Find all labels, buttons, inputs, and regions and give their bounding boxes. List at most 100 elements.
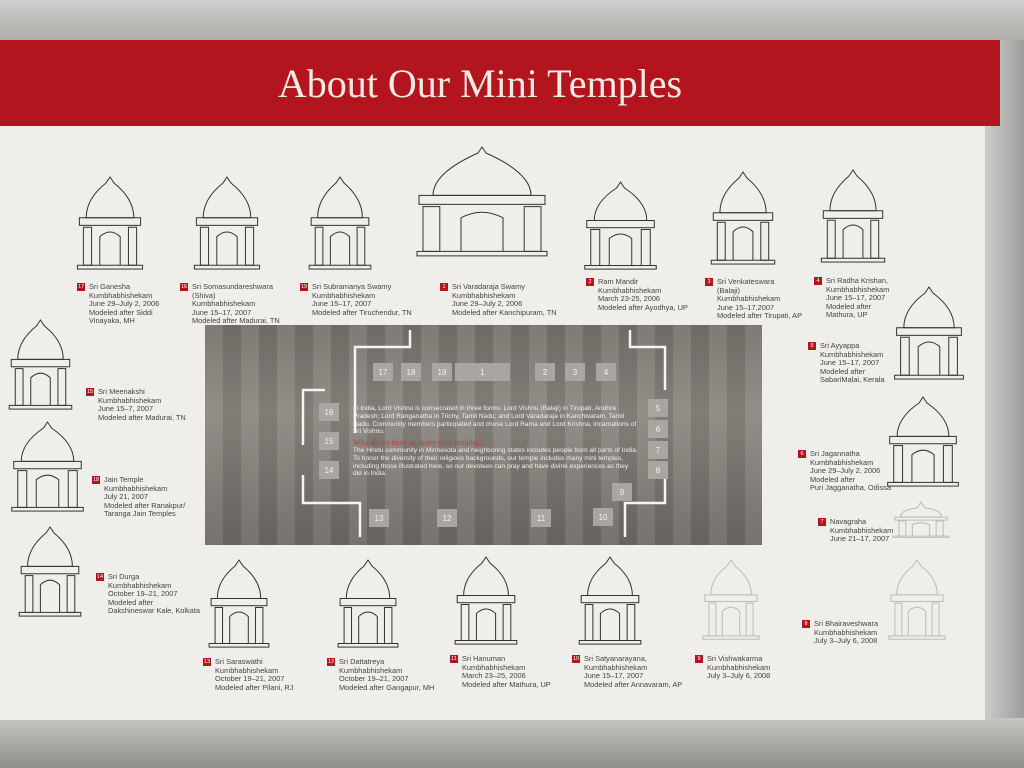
caption-line: June 15–17, 2007: [584, 671, 644, 681]
temple-drawing: [886, 395, 960, 492]
temple-floor-plan-photo: In India, Lord Vishnu is consecrated in …: [205, 325, 762, 545]
caption-line: Sri Varadaraja Swamy: [452, 282, 525, 291]
caption-line: June 15–7, 2007: [98, 404, 154, 414]
temple-number-badge: 14: [96, 573, 104, 581]
temple-drawing: [892, 500, 950, 543]
map-number-7: 7: [648, 441, 668, 459]
caption-line: (Balaji): [717, 285, 740, 295]
caption-line: Kumbhabhishekam: [339, 665, 403, 675]
temple-number-badge: 5: [808, 342, 816, 350]
caption-line: Modeled after Mathura, UP: [462, 679, 551, 689]
caption-line: July 3–July 6, 2008: [814, 636, 878, 646]
caption-line: Kumbhabhishekam: [820, 349, 884, 359]
caption-line: Kumbhabhishekam: [814, 627, 878, 637]
caption-line: Kumbhabhishekam: [452, 290, 516, 300]
temple-drawing: [893, 285, 965, 385]
caption-line: June 15–17, 2007: [820, 358, 880, 368]
temple-number-badge: 8: [802, 620, 810, 628]
caption-line: Kumbhabhishekam: [108, 580, 172, 590]
temple-drawing: [702, 558, 760, 645]
info-heading: Why do we have so many mini temples?: [353, 438, 483, 448]
caption-line: June 29–July 2, 2006: [89, 299, 160, 309]
caption-line: Puri Jagganatha, Odissa: [810, 483, 891, 493]
temple-number-badge: 10: [572, 655, 580, 663]
info-paragraph-1: In India, Lord Vishnu is consecrated in …: [353, 405, 637, 436]
caption-line: October 19–21, 2007: [215, 674, 285, 684]
caption-line: Sri Venkateswara: [717, 277, 775, 286]
temple-drawing: [412, 145, 552, 262]
caption-line: Modeled after Madurai, TN: [192, 316, 280, 326]
caption-line: Modeled after Ayodhya, UP: [598, 302, 688, 312]
caption-line: Sri Radha Krishan,: [826, 276, 889, 285]
caption-line: October 19–21, 2007: [108, 589, 178, 599]
map-number-16: 16: [319, 403, 339, 421]
temple-number-badge: 15: [86, 388, 94, 396]
caption-line: Modeled after Kanchipuram, TN: [452, 307, 557, 317]
caption-line: Modeled after Siddi: [89, 307, 153, 317]
caption-line: Jain Temple: [104, 475, 144, 484]
temple-drawing: [193, 175, 261, 275]
caption-line: Kumbhabhishekam: [89, 290, 153, 300]
temple-number-badge: 13: [203, 658, 211, 666]
caption-line: June 15–17, 2007: [312, 299, 372, 309]
caption-line: Sri Ayyappa: [820, 341, 860, 350]
caption-line: Sri Satyanarayana,: [584, 654, 647, 663]
map-number-4: 4: [596, 363, 616, 381]
caption-line: Modeled after Tirupati, AP: [717, 311, 803, 321]
caption-line: June 29–July 2, 2006: [810, 466, 881, 476]
info-paragraph-2: The Hindu community in Minnesota and nei…: [353, 446, 638, 478]
background-floor: [0, 718, 1024, 768]
map-number-3: 3: [565, 363, 585, 381]
caption-line: Sri Somasundareshwara: [192, 282, 273, 291]
floor-plan-outline: [301, 330, 667, 537]
map-number-14: 14: [319, 461, 339, 479]
map-number-17: 17: [373, 363, 393, 381]
caption-line: Modeled after Gangapur, MH: [339, 682, 435, 692]
caption-line: Modeled after: [820, 366, 866, 376]
caption-line: Modeled after: [108, 597, 154, 607]
map-number-1: 1: [455, 363, 510, 381]
map-number-18: 18: [401, 363, 421, 381]
temple-drawing: [8, 318, 73, 415]
temple-number-badge: 11: [450, 655, 458, 663]
caption-line: Sri Bhairaveshwara: [814, 619, 879, 628]
caption-line: Taranga Jain Temples: [104, 509, 176, 519]
temple-drawing: [578, 555, 642, 650]
caption-line: Kumbhabhishekam: [717, 294, 781, 304]
caption-line: Kumbhabhishekam: [312, 290, 376, 300]
temple-drawing: [308, 175, 372, 275]
temple-drawing: [583, 180, 658, 275]
sign-title: About Our Mini Temples: [277, 60, 683, 106]
caption-line: (Shiva): [192, 290, 216, 300]
caption-line: Vinayaka, MH: [89, 316, 135, 326]
caption-line: Kumbhabhishekam: [192, 299, 256, 309]
caption-line: June 15–17, 2007: [826, 293, 886, 303]
caption-line: July 3–July 6, 2008: [707, 671, 771, 681]
caption-line: Modeled after Annavaram, AP: [584, 679, 683, 689]
caption-line: Kumbhabhishekam: [98, 395, 162, 405]
temple-number-badge: 2: [586, 278, 594, 286]
title-banner: About Our Mini Temples: [0, 40, 1000, 126]
caption-line: Navagraha: [830, 517, 867, 526]
caption-line: Dakshineswar Kale, Kolkata: [108, 606, 201, 616]
map-number-11: 11: [531, 509, 551, 527]
caption-line: SabariMalai, Kerala: [820, 375, 885, 385]
caption-line: Sri Durga: [108, 572, 140, 581]
temple-drawing: [18, 525, 82, 622]
caption-line: Sri Dattatreya: [339, 657, 385, 666]
caption-line: Sri Hanuman: [462, 654, 506, 663]
caption-line: Ram Mandir: [598, 277, 639, 286]
